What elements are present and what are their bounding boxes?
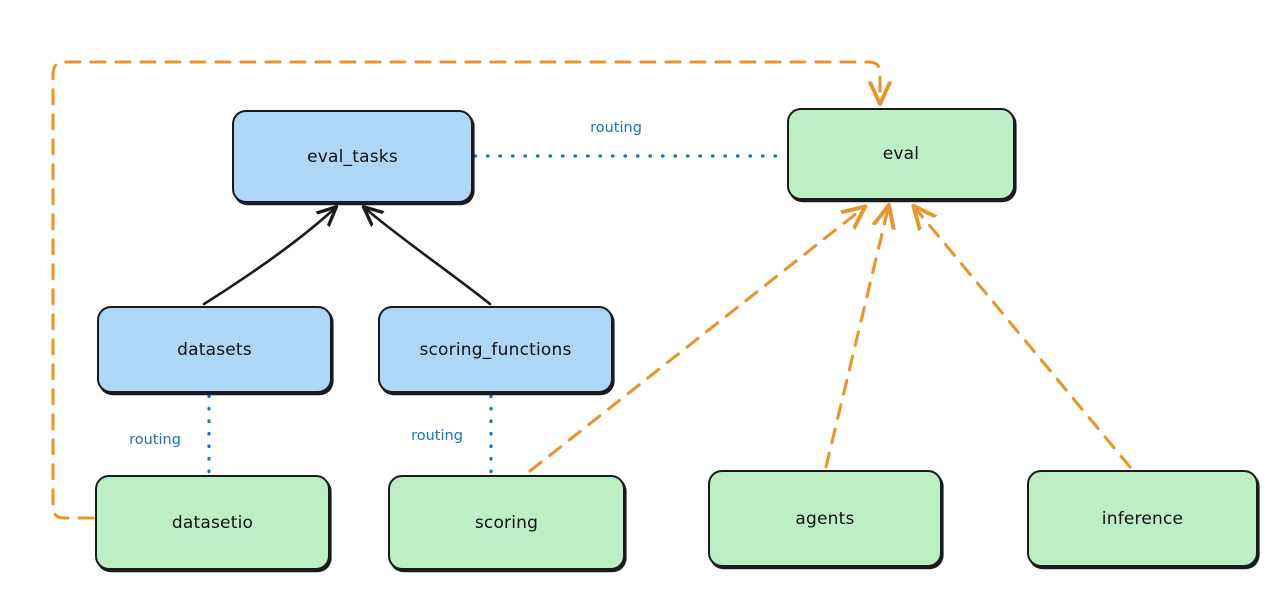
edge-inference-to-eval-dependency: [916, 209, 1132, 469]
node-label-datasetio: datasetio: [171, 512, 254, 533]
edge-eval-to-datasetio-dependency: [51, 60, 880, 520]
edge-agents-to-eval-dependency: [824, 209, 888, 469]
edge-scoring-to-eval-dependency: [528, 209, 862, 473]
node-label-eval: eval: [882, 144, 920, 164]
node-scoring-functions[interactable]: scoring_functions: [378, 306, 613, 393]
node-label-scoring: scoring: [474, 512, 539, 533]
edge-scoring-functions-to-eval-tasks: [366, 209, 492, 306]
node-inference[interactable]: inference: [1027, 470, 1258, 567]
node-label-datasets: datasets: [177, 339, 252, 360]
node-agents[interactable]: agents: [708, 470, 942, 567]
edge-datasets-to-eval-tasks: [202, 209, 334, 306]
node-eval-tasks[interactable]: eval_tasks: [232, 110, 473, 203]
node-label-inference: inference: [1101, 508, 1184, 529]
node-label-scoring-functions: scoring_functions: [419, 339, 572, 360]
node-label-agents: agents: [795, 508, 855, 529]
node-datasets[interactable]: datasets: [97, 306, 332, 393]
node-eval[interactable]: eval: [787, 108, 1015, 200]
edge-label-routing-eval: routing: [590, 120, 642, 136]
node-label-eval-tasks: eval_tasks: [307, 146, 398, 167]
node-scoring[interactable]: scoring: [388, 475, 625, 570]
edge-label-routing-datasetio: routing: [129, 432, 181, 448]
node-datasetio[interactable]: datasetio: [95, 475, 330, 570]
edge-label-routing-scoring: routing: [411, 428, 463, 444]
